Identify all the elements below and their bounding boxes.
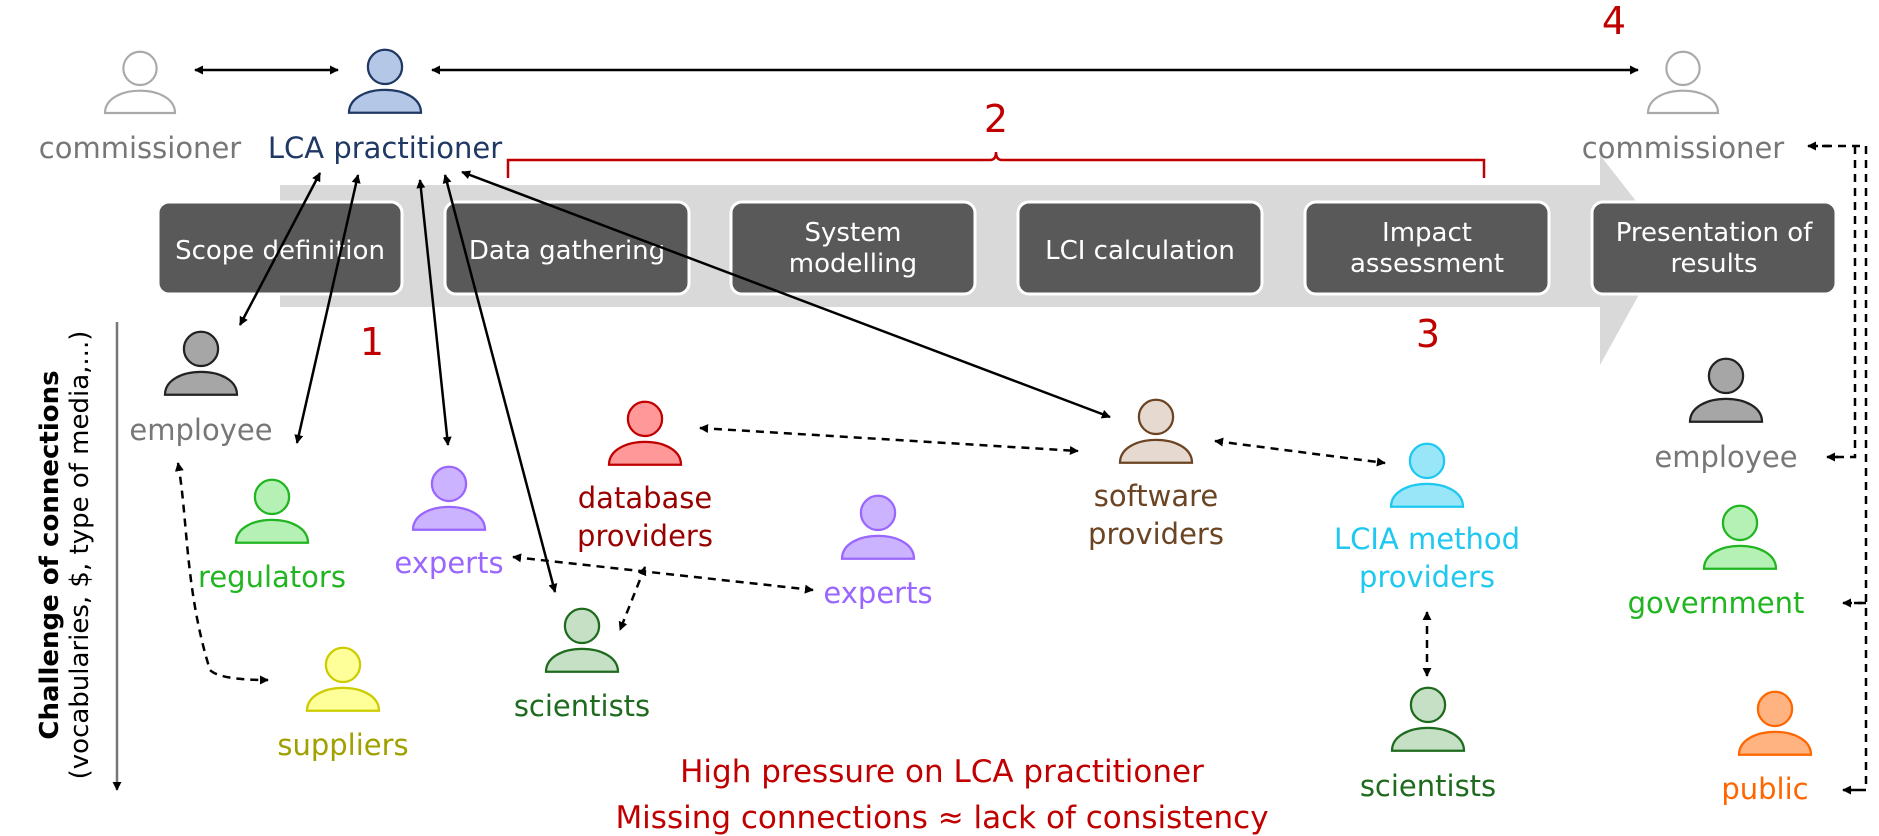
- brace-2: [506, 151, 1486, 178]
- commissioner-right-label: commissioner: [1582, 131, 1784, 165]
- arrow-experts-experts: [512, 553, 814, 594]
- government-label: government: [1628, 586, 1805, 620]
- axis-subtitle: (vocabularies, $, type of media,...): [65, 331, 95, 780]
- person-icon-regulators: [234, 478, 310, 545]
- person-icon-lcia-method-providers: [1389, 442, 1465, 509]
- person-icon-commissioner-left: [103, 50, 177, 115]
- experts-right-label: experts: [823, 576, 932, 610]
- experts-left-label: experts: [394, 546, 503, 580]
- marker-3: 3: [1416, 312, 1440, 356]
- lca-practitioner-label: LCA practitioner: [268, 131, 502, 165]
- scientists-right-label: scientists: [1360, 769, 1496, 803]
- person-icon-employee-right: [1688, 357, 1764, 424]
- commissioner-left-label: commissioner: [39, 131, 241, 165]
- dashed-connections: [174, 141, 1868, 795]
- conclusion-line-1: High pressure on LCA practitioner: [680, 754, 1204, 790]
- person-icon-experts-right: [840, 494, 916, 561]
- regulators-label: regulators: [198, 560, 346, 594]
- marker-1: 1: [360, 320, 384, 364]
- axis-title: Challenge of connections: [35, 370, 65, 739]
- scientists-left-label: scientists: [514, 689, 650, 723]
- employee-label: employee: [129, 413, 272, 447]
- suppliers-label: suppliers: [277, 728, 408, 762]
- arrow-database-scientists: [618, 566, 647, 631]
- person-icon-public: [1737, 690, 1813, 757]
- step-box-impact-assessment: [1303, 200, 1551, 296]
- person-icon-experts-left: [411, 465, 487, 532]
- step-label-data-gathering: Data gathering: [469, 236, 665, 266]
- arrow-practitioner-software: [461, 170, 1111, 419]
- marker-4: 4: [1602, 0, 1626, 43]
- person-icon-suppliers: [305, 646, 381, 713]
- person-icon-scientists-right: [1390, 686, 1466, 753]
- person-icon-scientists-left: [544, 607, 620, 674]
- conclusion-line-2: Missing connections ≈ lack of consistenc…: [615, 800, 1268, 836]
- employee-right-label: employee: [1654, 440, 1797, 474]
- solid-connections: [194, 65, 1639, 593]
- arrow-software-lcia: [1214, 437, 1386, 467]
- arrow-practitioner-regulators: [294, 174, 361, 444]
- person-icon-government: [1702, 504, 1778, 571]
- step-box-presentation: [1590, 200, 1838, 296]
- person-icon-database-providers: [607, 400, 683, 467]
- step-label-lci-calculation: LCI calculation: [1045, 236, 1235, 266]
- person-icon-employee: [163, 330, 239, 397]
- person-icon-software-providers: [1118, 398, 1194, 465]
- person-icon-commissioner-right: [1646, 50, 1720, 115]
- arrow-employee-suppliers: [174, 462, 269, 685]
- person-icon-lca-practitioner: [347, 48, 423, 115]
- step-box-system-modelling: [729, 200, 977, 296]
- arrow-database-software: [699, 424, 1079, 455]
- public-label: public: [1721, 772, 1808, 806]
- marker-2: 2: [984, 97, 1008, 141]
